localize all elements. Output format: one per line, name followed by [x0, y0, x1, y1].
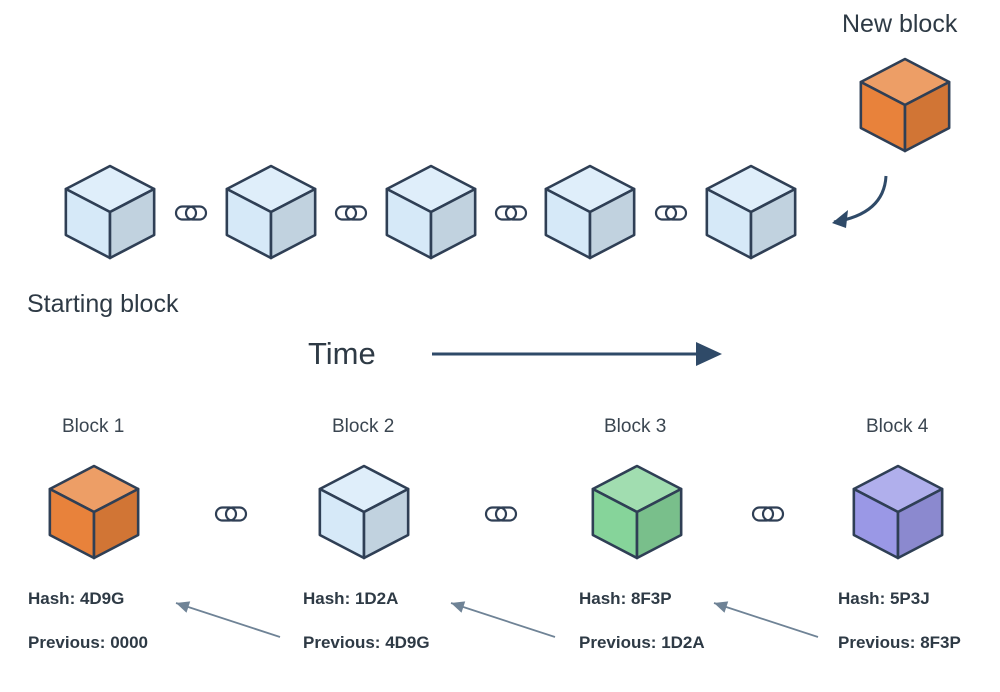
block-previous: Previous: 4D9G: [303, 633, 430, 652]
new-block-arrowhead: [832, 210, 848, 228]
top-chain: [64, 164, 797, 260]
block-hash: Hash: 4D9G: [28, 589, 125, 608]
block-title: Block 4: [866, 416, 929, 437]
time-arrowhead: [696, 342, 722, 366]
chain-link-icon: [751, 506, 785, 522]
block-cube-icon: [591, 464, 683, 560]
block-cube-icon: [225, 164, 317, 260]
block-title: Block 3: [604, 416, 667, 437]
block-cube-icon: [705, 164, 797, 260]
time-label: Time: [308, 336, 376, 371]
starting-block-label: Starting block: [27, 290, 179, 318]
block-cube-icon: [385, 164, 477, 260]
block-previous: Previous: 1D2A: [579, 633, 705, 652]
previous-hash-arrow: [175, 601, 281, 638]
back-arrows: [175, 601, 819, 638]
block-cube-icon: [64, 164, 156, 260]
block-previous: Previous: 0000: [28, 633, 149, 652]
chain-link-icon: [214, 506, 248, 522]
block-title: Block 1: [62, 416, 125, 437]
chain-link-icon: [484, 506, 518, 522]
chain-link-icon: [174, 205, 208, 221]
block-previous: Previous: 8F3P: [838, 633, 961, 652]
block-hash: Hash: 5P3J: [838, 589, 930, 608]
bottom-chain: [48, 464, 944, 560]
chain-link-icon: [654, 205, 688, 221]
block-cube-icon: [852, 464, 944, 560]
block-cube-icon: [318, 464, 410, 560]
block-title: Block 2: [332, 416, 395, 437]
block-hash: Hash: 1D2A: [303, 589, 399, 608]
block-cube-icon: [859, 57, 951, 153]
block-cube-icon: [544, 164, 636, 260]
new-block-group: [859, 57, 951, 153]
block-hash: Hash: 8F3P: [579, 589, 672, 608]
new-block-label: New block: [842, 10, 958, 38]
previous-hash-arrow: [450, 601, 556, 638]
chain-link-icon: [494, 205, 528, 221]
chain-link-icon: [334, 205, 368, 221]
previous-hash-arrow: [713, 601, 819, 638]
block-cube-icon: [48, 464, 140, 560]
